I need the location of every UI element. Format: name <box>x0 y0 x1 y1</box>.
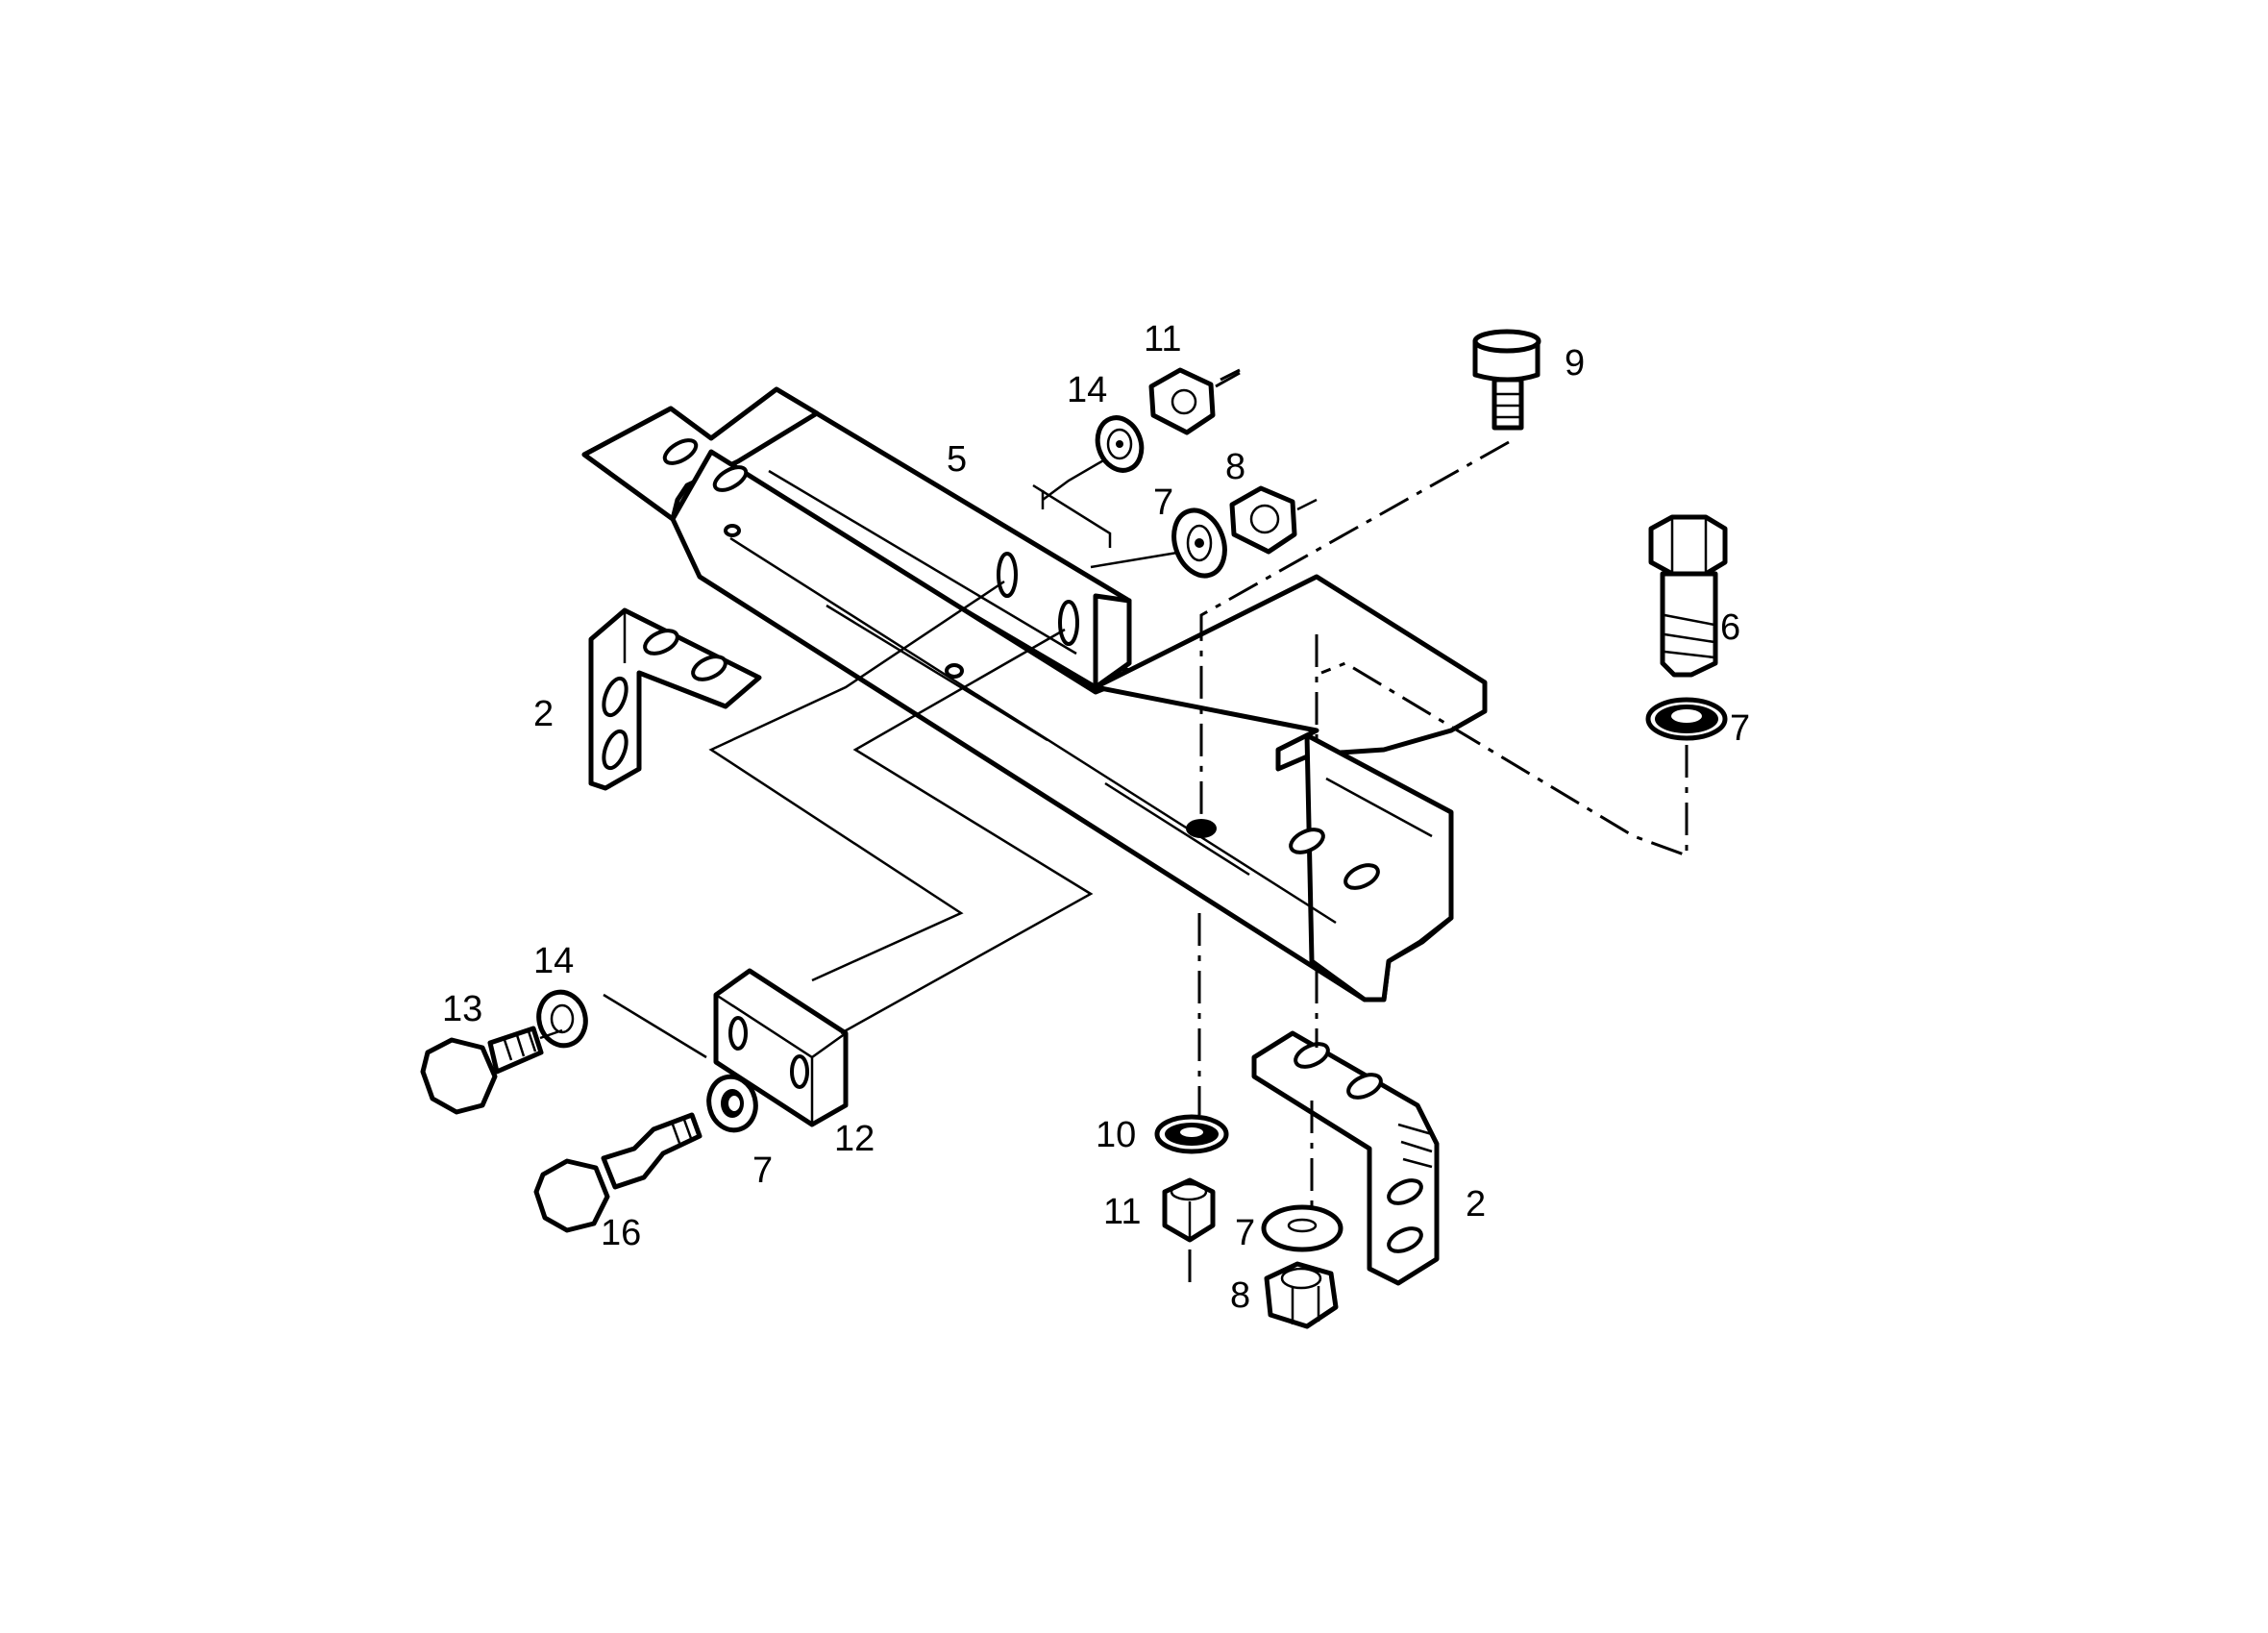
washer-7-upper-part <box>1171 507 1227 579</box>
label-nut-11-upper: 11 <box>1144 319 1181 359</box>
label-washer-14-upper: 14 <box>1067 370 1107 410</box>
bolt-13-part <box>420 1026 544 1115</box>
label-main-rail: 5 <box>947 439 967 480</box>
label-bracket-right: 2 <box>1466 1184 1486 1225</box>
washer-bolt-6-part <box>1645 697 1728 741</box>
label-bolt-13: 13 <box>442 989 482 1029</box>
nut-8-lower-part <box>1264 1261 1339 1329</box>
label-clamp-block: 12 <box>834 1119 875 1159</box>
label-bolt-16: 16 <box>601 1213 641 1253</box>
label-washer-upper: 7 <box>1153 482 1173 523</box>
label-washer-14-lower: 14 <box>533 941 574 981</box>
cap-screw-part <box>1472 329 1541 431</box>
washer-14-upper-part <box>1095 415 1145 473</box>
washer-7-lower-left-part <box>706 1074 758 1133</box>
left-bracket-part <box>588 607 762 791</box>
clamp-block-part <box>713 968 849 1127</box>
leader-lines <box>539 458 1318 1059</box>
label-washer-lower-right: 7 <box>1235 1213 1255 1253</box>
nut-8-upper-part <box>1229 485 1297 555</box>
label-cap-screw: 9 <box>1565 343 1585 384</box>
bolt-16-part <box>533 1112 703 1233</box>
label-washer-lower-left: 7 <box>752 1151 773 1191</box>
nut-11-upper-part <box>1148 367 1216 435</box>
center-lines <box>1188 368 1689 1288</box>
label-washer-10: 10 <box>1096 1115 1136 1155</box>
nut-11-lower-part <box>1162 1177 1216 1243</box>
washer-7-lower-right-part <box>1261 1204 1344 1252</box>
label-washer-bolt-top-right: 7 <box>1730 708 1750 749</box>
label-bolt-top-right: 6 <box>1720 607 1740 648</box>
hex-bolt-part <box>1648 514 1728 678</box>
washer-14-lower-part <box>536 989 588 1049</box>
label-nut-upper: 8 <box>1225 447 1245 487</box>
label-bracket-left: 2 <box>533 694 554 734</box>
label-nut-11-lower: 11 <box>1103 1192 1141 1232</box>
washer-10-part <box>1154 1114 1229 1154</box>
main-rail-part <box>581 386 1488 1002</box>
label-nut-lower: 8 <box>1230 1275 1250 1316</box>
